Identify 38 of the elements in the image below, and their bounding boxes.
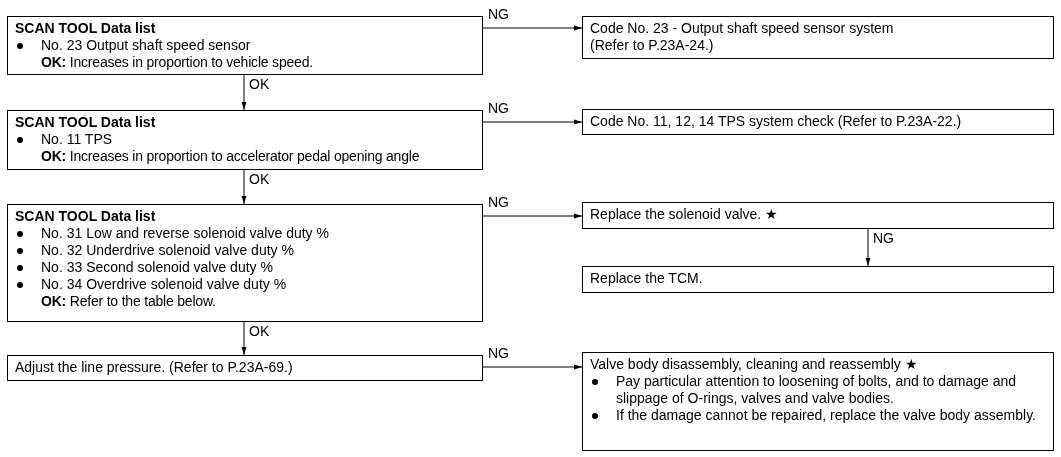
process-box: [582, 266, 1054, 293]
process-box: [7, 204, 483, 322]
arrow: [482, 25, 583, 31]
bullet-text: No. 32 Underdrive solenoid valve duty %: [41, 242, 294, 259]
box-heading: SCAN TOOL Data list: [15, 114, 157, 131]
bullet-text: If the damage cannot be repaired, replace the valve body assembly.: [616, 407, 1036, 424]
box-text: Adjust the line pressure. (Refer to P.23A-69.): [15, 359, 294, 376]
arrow: [865, 228, 871, 267]
check-result: OK: Increases in proportion to accelerator pedal opening angle: [40, 148, 421, 165]
box-text: Code No. 23 - Output shaft speed sensor system: [590, 20, 895, 37]
process-box: [7, 16, 483, 75]
process-box: [7, 355, 483, 381]
box-text: Replace the solenoid valve. ★: [590, 206, 780, 223]
process-box: [582, 109, 1054, 135]
process-box: [582, 352, 1054, 451]
bullet-text: No. 23 Output shaft speed sensor: [41, 37, 251, 54]
arrow: [482, 119, 583, 125]
box-text: (Refer to P.23A-24.): [590, 37, 715, 54]
box-heading: SCAN TOOL Data list: [15, 20, 157, 37]
process-box: [582, 16, 1054, 59]
bullet-text: No. 34 Overdrive solenoid valve duty %: [41, 276, 287, 293]
check-result: OK: Refer to the table below.: [40, 293, 217, 310]
box-heading: SCAN TOOL Data list: [15, 208, 157, 225]
arrow: [241, 321, 247, 356]
arrow: [241, 169, 247, 205]
arrow: [482, 364, 583, 370]
process-box: [7, 110, 483, 170]
arrow: [241, 74, 247, 111]
arrow: [482, 213, 583, 219]
bullet-text: Pay particular attention to loosening of bolts, and to damage and slippage of O-rings, valves and valve bodies.: [616, 373, 1018, 407]
box-text: Valve body disassembly, cleaning and reassembly ★: [590, 356, 919, 373]
check-result: OK: Increases in proportion to vehicle speed.: [40, 54, 314, 71]
bullet-text: No. 31 Low and reverse solenoid valve duty %: [41, 225, 329, 242]
bullet-text: No. 11 TPS: [41, 131, 113, 148]
bullet-text: No. 33 Second solenoid valve duty %: [41, 259, 273, 276]
process-box: [582, 202, 1054, 229]
box-text: Replace the TCM.: [590, 270, 704, 287]
box-text: Code No. 11, 12, 14 TPS system check (Refer to P.23A-22.): [590, 113, 963, 130]
